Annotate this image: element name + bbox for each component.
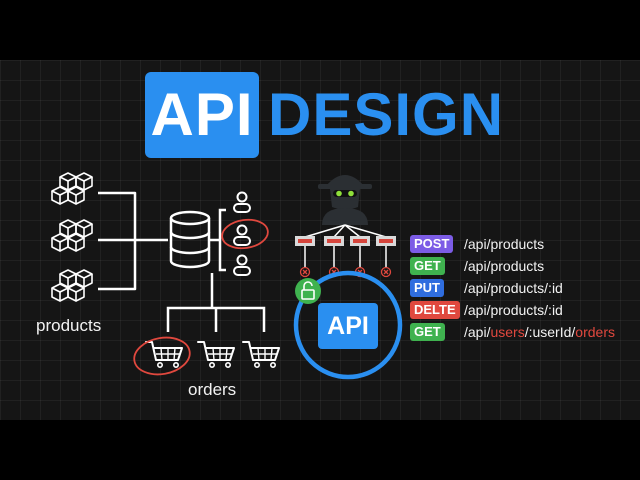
endpoint-path: /api/products/:id [464, 279, 563, 297]
database-icon [169, 210, 211, 269]
title-design-text: DESIGN [268, 81, 505, 148]
blocked-icon [299, 266, 311, 278]
http-method-badge: PUT [410, 279, 444, 297]
user-icon [233, 224, 251, 246]
user-icon [233, 254, 251, 276]
endpoint-path-segment: users [490, 324, 525, 340]
products-connector [98, 191, 168, 291]
title-api-block: API [145, 72, 259, 158]
http-method-badge: DELTE [410, 301, 460, 319]
highlight-circle-cart [133, 336, 191, 376]
server-icon [376, 236, 396, 246]
endpoint-path-segment: /api/products [464, 258, 545, 274]
endpoint-path-segment: orders [575, 324, 615, 340]
endpoint-row: PUT/api/products/:id [410, 277, 640, 299]
endpoint-path: /api/products/:id [464, 301, 563, 319]
diagram-graphics [0, 60, 403, 380]
shopping-cart-icon [197, 341, 235, 369]
api-box: API [318, 303, 378, 349]
product-box-icon [52, 173, 92, 204]
product-box-icon [52, 220, 92, 251]
hacker-icon [318, 175, 372, 225]
user-icon [233, 191, 251, 213]
http-method-badge: GET [410, 257, 445, 275]
products-label: products [36, 316, 102, 335]
unlocked-icon [295, 278, 321, 304]
endpoint-row: DELTE/api/products/:id [410, 299, 640, 321]
endpoint-path-segment: /:userId/ [524, 324, 576, 340]
server-icon [295, 236, 315, 246]
api-design-diagram: API DESIGN [0, 60, 640, 420]
api-boundary-ring [293, 270, 403, 380]
endpoint-path-segment: /api/products [464, 236, 545, 252]
http-method-badge: GET [410, 323, 445, 341]
endpoint-row: GET/api/users/:userId/orders [410, 321, 640, 343]
product-box-icon [52, 270, 92, 301]
blocked-icon [380, 266, 392, 278]
endpoint-path-segment: /api/products/:id [464, 280, 563, 296]
users-connector [209, 208, 226, 272]
shopping-cart-icon [242, 341, 280, 369]
endpoint-path: /api/products [464, 235, 544, 253]
server-icon [350, 236, 370, 246]
orders-label: orders [188, 380, 237, 399]
shopping-cart-icon [145, 341, 183, 369]
orders-connector [166, 273, 266, 332]
endpoint-path-segment: /api/products/:id [464, 302, 563, 318]
endpoint-path: /api/users/:userId/orders [464, 323, 615, 341]
endpoint-row: GET/api/products [410, 255, 640, 277]
http-method-badge: POST [410, 235, 454, 253]
endpoint-path: /api/products [464, 257, 544, 275]
attack-lines [304, 224, 387, 267]
endpoint-row: POST/api/products [410, 233, 640, 255]
highlight-circle-user [221, 218, 269, 250]
endpoint-path-segment: /api/ [464, 324, 491, 340]
server-icon [324, 236, 344, 246]
